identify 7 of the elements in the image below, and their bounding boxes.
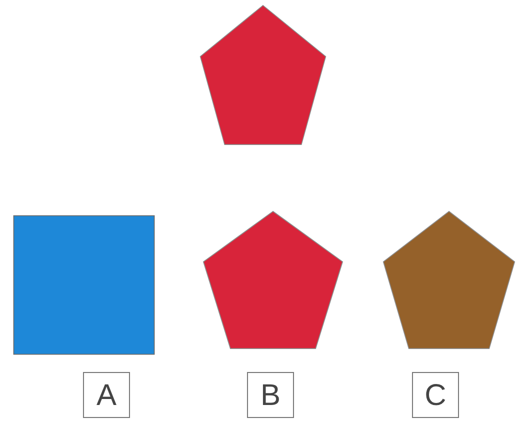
square-shape — [13, 215, 155, 355]
pentagon-shape — [199, 4, 327, 146]
pentagon-shape — [382, 210, 516, 350]
letter-box: B — [247, 372, 294, 418]
pentagon-shape — [202, 210, 344, 350]
letter-box: A — [83, 372, 130, 418]
letter-box: C — [412, 372, 459, 418]
